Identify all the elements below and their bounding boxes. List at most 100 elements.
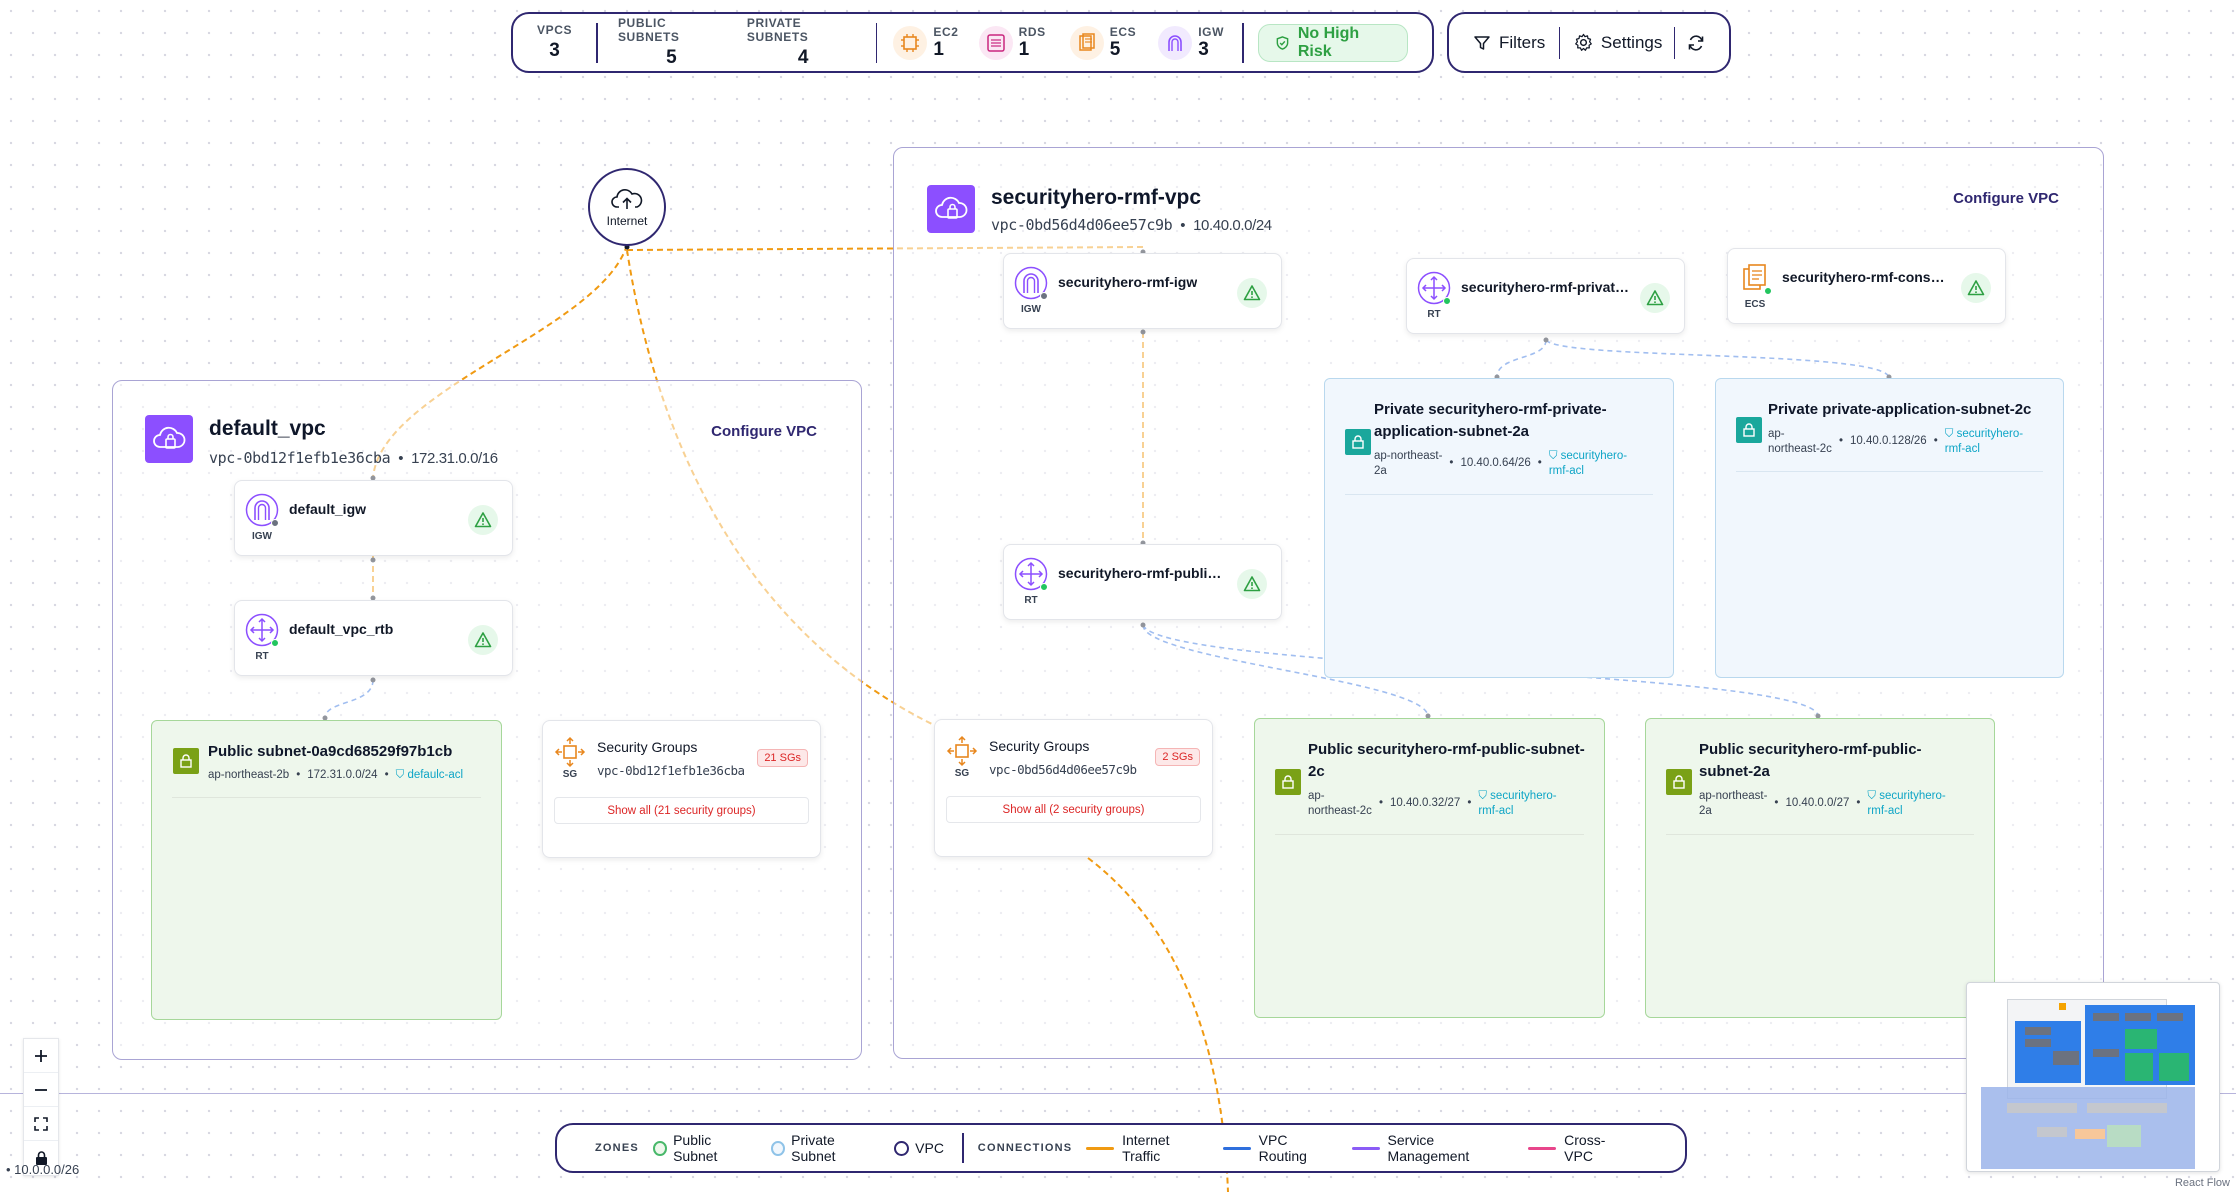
configure-vpc-link[interactable]: Configure VPC	[1953, 190, 2059, 207]
minus-icon	[35, 1088, 47, 1091]
configure-vpc-link[interactable]: Configure VPC	[711, 423, 817, 440]
divider	[961, 1133, 964, 1163]
rds-icon	[978, 25, 1013, 60]
shield-check-icon	[1276, 35, 1289, 50]
settings-button[interactable]: Settings	[1574, 33, 1662, 53]
subnet-title: Private private-application-subnet-2c	[1768, 401, 2032, 418]
node-rmf-private-rt[interactable]: RT securityhero-rmf-private...	[1406, 258, 1685, 334]
node-rmf-public-rt[interactable]: RT securityhero-rmf-public-...	[1003, 544, 1282, 620]
legend-service-management: Service Management	[1351, 1132, 1511, 1164]
legend-internet-traffic: Internet Traffic	[1086, 1132, 1205, 1164]
ec2-icon	[893, 25, 928, 60]
warning-icon[interactable]	[1237, 569, 1267, 599]
subnet-private-2a[interactable]: Private securityhero-rmf-private-applica…	[1324, 378, 1674, 678]
warning-icon[interactable]	[1640, 283, 1670, 313]
minimap-node	[2107, 1125, 2141, 1147]
divider	[1345, 494, 1653, 495]
minimap-node	[2037, 1127, 2067, 1137]
subnet-title: Public securityhero-rmf-public-subnet-2a	[1699, 741, 1922, 780]
subnet-public-2c[interactable]: Public securityhero-rmf-public-subnet-2c…	[1254, 718, 1605, 1018]
security-group-icon	[554, 736, 586, 768]
stat-vpcs: VPCS 3	[537, 23, 573, 61]
risk-status-badge: No High Risk	[1257, 23, 1408, 62]
warning-icon[interactable]	[468, 505, 498, 535]
zoom-out-button[interactable]	[24, 1073, 58, 1107]
status-dot	[271, 639, 279, 647]
minimap-node	[2125, 1053, 2153, 1081]
minimap-node	[2025, 1027, 2051, 1035]
status-dot	[271, 519, 279, 527]
security-groups-rmf[interactable]: SG Security Groups vpc-0bd56d4d06ee57c9b…	[934, 719, 1213, 857]
warning-icon[interactable]	[1237, 278, 1267, 308]
vpc-cloud-icon	[145, 415, 193, 463]
divider	[172, 797, 481, 798]
divider	[0, 1093, 2236, 1094]
react-flow-attribution[interactable]: React Flow	[2174, 1177, 2230, 1189]
lock-icon	[1666, 769, 1692, 795]
divider	[1242, 22, 1244, 63]
cloud-upload-icon	[611, 189, 643, 209]
security-groups-default[interactable]: SG Security Groups vpc-0bd12f1efb1e36cba…	[542, 720, 821, 858]
divider	[875, 22, 878, 63]
fit-view-icon	[34, 1116, 48, 1131]
igw-icon	[1014, 266, 1048, 300]
subnet-public-default[interactable]: Public subnet-0a9cd68529f97b1cb ap-north…	[151, 720, 502, 1020]
ecs-icon	[1069, 25, 1104, 60]
refresh-button[interactable]	[1687, 34, 1705, 52]
lock-toggle-button[interactable]	[24, 1141, 58, 1175]
gear-icon	[1575, 33, 1592, 51]
plus-icon	[35, 1049, 47, 1062]
subnet-public-2a[interactable]: Public securityhero-rmf-public-subnet-2a…	[1645, 718, 1995, 1018]
minimap-node	[2059, 1003, 2066, 1010]
legend-cross-vpc: Cross-VPC	[1528, 1132, 1629, 1164]
stat-private-subnets: PRIVATE SUBNETS 4	[746, 16, 809, 68]
subnet-meta: ap-northeast-2a •10.40.0.0/27• ⛉ securit…	[1699, 790, 1946, 817]
subnet-title: Public securityhero-rmf-public-subnet-2c	[1308, 741, 1585, 780]
divider	[1559, 26, 1560, 59]
warning-icon[interactable]	[1961, 273, 1991, 303]
minimap[interactable]	[1966, 982, 2220, 1172]
stat-public-subnets: PUBLIC SUBNETS 5	[617, 16, 680, 68]
filters-button[interactable]: Filters	[1473, 33, 1545, 53]
status-dot	[1040, 583, 1048, 591]
subnet-meta: ap-northeast-2b•172.31.0.0/24•⛉ defaulc-…	[208, 769, 464, 781]
status-dot	[1443, 297, 1451, 305]
internet-node[interactable]: Internet	[588, 168, 666, 246]
minimap-node	[2159, 1053, 2189, 1081]
zoom-in-button[interactable]	[24, 1039, 58, 1073]
legend-private-subnet: Private Subnet	[770, 1132, 876, 1164]
subnet-title: Private securityhero-rmf-private-applica…	[1374, 401, 1607, 440]
divider	[1674, 26, 1675, 59]
legend-bar: ZONES Public Subnet Private Subnet VPC C…	[555, 1123, 1687, 1173]
node-default-igw[interactable]: IGW default_igw	[234, 480, 513, 556]
vpc-cloud-icon	[927, 185, 975, 233]
divider	[1666, 834, 1974, 835]
lock-icon	[1345, 429, 1371, 455]
sg-count-badge: 21 SGs	[757, 749, 808, 767]
minimap-node	[1981, 1087, 2195, 1169]
igw-icon	[1158, 25, 1193, 60]
router-icon	[1014, 557, 1048, 591]
ecs-icon	[1743, 264, 1766, 290]
lock-icon	[173, 748, 199, 774]
node-rmf-ecs[interactable]: ECS securityhero-rmf-consol...	[1727, 248, 2006, 324]
router-icon	[1417, 271, 1451, 305]
warning-icon[interactable]	[468, 625, 498, 655]
lock-icon	[1275, 769, 1301, 795]
fit-view-button[interactable]	[24, 1107, 58, 1141]
show-all-sg-button[interactable]: Show all (21 security groups)	[554, 797, 809, 824]
subnet-private-2c[interactable]: Private private-application-subnet-2c ap…	[1715, 378, 2064, 678]
zoom-controls	[23, 1038, 59, 1176]
minimap-node	[2053, 1051, 2079, 1065]
status-dot	[1040, 292, 1048, 300]
minimap-node	[2125, 1029, 2157, 1049]
sg-count-badge: 2 SGs	[1155, 748, 1200, 766]
legend-vpc-routing: VPC Routing	[1222, 1132, 1334, 1164]
subnet-meta: ap-northeast-2a •10.40.0.64/26• ⛉ securi…	[1374, 450, 1628, 477]
minimap-node	[2007, 1103, 2077, 1113]
node-rmf-igw[interactable]: IGW securityhero-rmf-igw	[1003, 253, 1282, 329]
subnet-meta: ap-northeast-2c •10.40.0.128/26• ⛉ secur…	[1768, 428, 2024, 455]
node-default-rt[interactable]: RT default_vpc_rtb	[234, 600, 513, 676]
show-all-sg-button[interactable]: Show all (2 security groups)	[946, 796, 1201, 823]
